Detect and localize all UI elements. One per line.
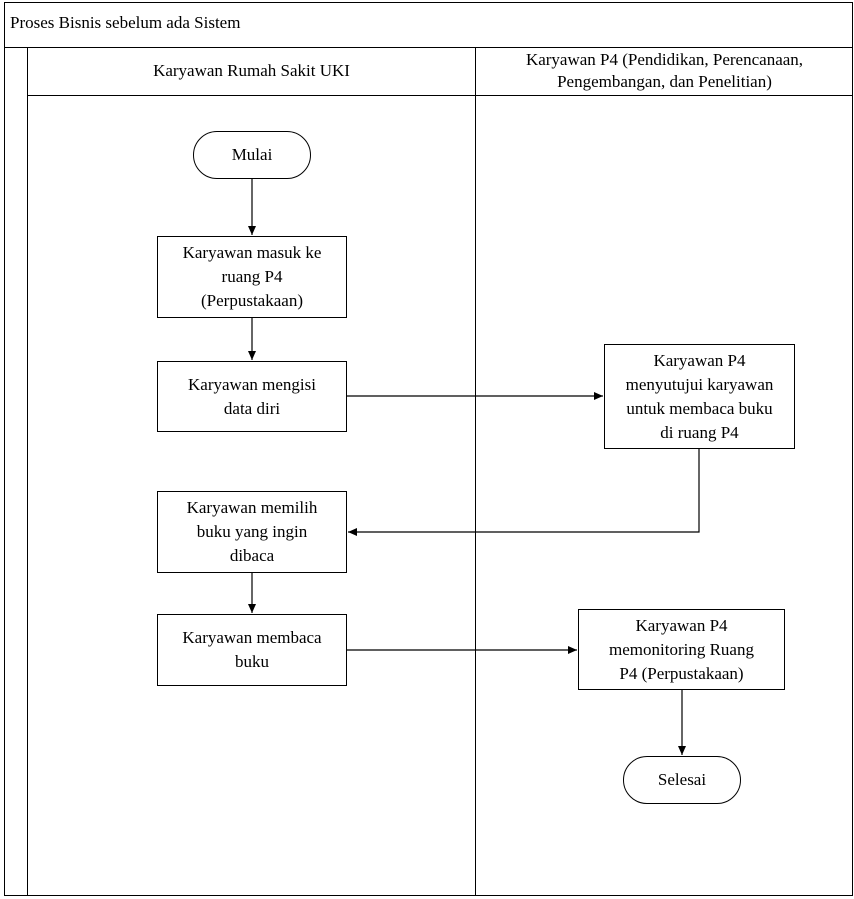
process-masuk-ruang: Karyawan masuk ke ruang P4 (Perpustakaan… [157,236,347,318]
process-membaca-label: Karyawan membaca buku [182,628,322,671]
lane-header-karyawan-p4: Karyawan P4 (Pendidikan, Perencanaan, Pe… [525,50,804,91]
arrow-menyutujui-to-memilih [348,449,700,536]
diagram-frame [4,2,853,896]
end-terminator: Selesai [623,756,741,804]
start-terminator: Mulai [193,131,311,179]
title-divider [4,47,853,48]
process-memilih-label: Karyawan memilih buku yang ingin dibaca [186,498,318,565]
end-label: Selesai [657,770,707,789]
diagram-title: Proses Bisnis sebelum ada Sistem [10,13,241,32]
lane-header-karyawan-rs: Karyawan Rumah Sakit UKI [153,61,350,80]
lane-divider [475,47,476,896]
process-menyutujui-label: Karyawan P4 menyutujui karyawan untuk me… [625,350,774,442]
process-membaca-buku: Karyawan membaca buku [157,614,347,686]
process-monitoring-label: Karyawan P4 memonitoring Ruang P4 (Perpu… [609,615,754,683]
lane-left-border [27,47,28,896]
process-menyutujui: Karyawan P4 menyutujui karyawan untuk me… [604,344,795,449]
process-masuk-label: Karyawan masuk ke ruang P4 (Perpustakaan… [182,243,322,310]
header-divider [27,95,853,96]
start-label: Mulai [231,145,273,164]
process-monitoring: Karyawan P4 memonitoring Ruang P4 (Perpu… [578,609,785,690]
process-memilih-buku: Karyawan memilih buku yang ingin dibaca [157,491,347,573]
process-mengisi-label: Karyawan mengisi data diri [188,374,316,418]
process-mengisi-data: Karyawan mengisi data diri [157,361,347,432]
